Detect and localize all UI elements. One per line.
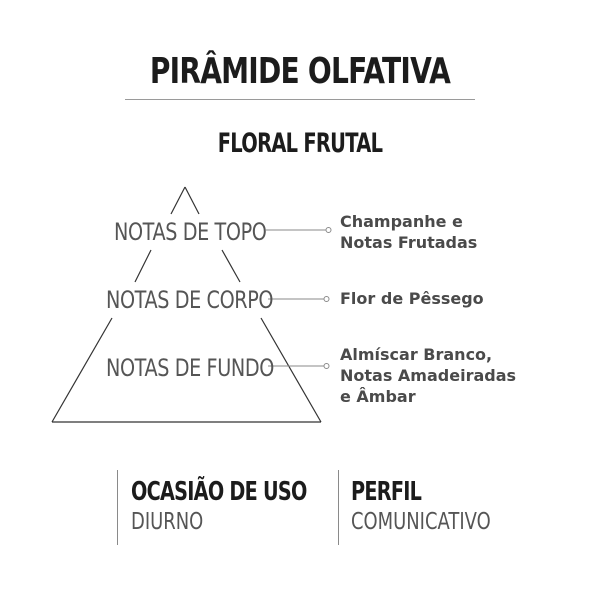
occasion-value: DIURNO: [131, 509, 204, 535]
note-line: Champanhe e: [340, 212, 463, 231]
pyramid-edge-right-low: [260, 317, 322, 423]
connector-top: [266, 227, 332, 233]
fragrance-family: FLORAL FRUTAL: [217, 128, 383, 159]
tier-label-top: NOTAS DE TOPO: [114, 218, 267, 246]
note-line: e Âmbar: [340, 387, 416, 406]
title-divider: [125, 99, 475, 100]
notes-top: Champanhe e Notas Frutadas: [340, 211, 477, 253]
profile-heading: PERFIL: [351, 477, 422, 507]
notes-bottom: Almíscar Branco, Notas Amadeiradas e Âmb…: [340, 344, 516, 407]
page-title: PIRÂMIDE OLFATIVA: [149, 51, 451, 92]
profile-divider: [338, 470, 339, 545]
notes-middle: Flor de Pêssego: [340, 288, 484, 309]
tier-label-bottom: NOTAS DE FUNDO: [106, 354, 274, 382]
note-line: Almíscar Branco,: [340, 345, 493, 364]
pyramid-edge-left-mid: [134, 249, 152, 283]
pyramid-edge-left-top: [170, 186, 186, 215]
note-line: Notas Frutadas: [340, 233, 478, 252]
pyramid-edge-right-mid: [221, 249, 241, 283]
connector-middle: [268, 296, 330, 302]
profile-value: COMUNICATIVO: [351, 509, 491, 535]
occasion-divider: [117, 470, 118, 545]
note-line: Flor de Pêssego: [340, 289, 484, 308]
pyramid-edge-left-low: [51, 317, 113, 423]
note-line: Notas Amadeiradas: [340, 366, 517, 385]
occasion-heading: OCASIÃO DE USO: [131, 477, 307, 507]
pyramid-edge-right-top: [184, 186, 200, 215]
connector-bottom: [268, 363, 330, 369]
tier-label-middle: NOTAS DE CORPO: [106, 286, 274, 314]
